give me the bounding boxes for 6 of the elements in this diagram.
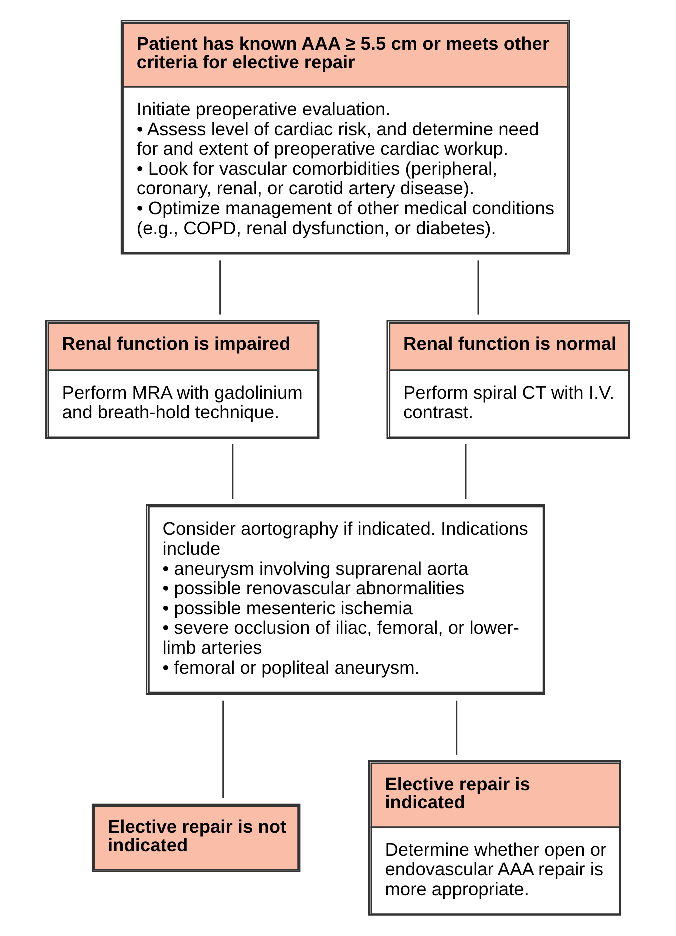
connector <box>465 444 467 500</box>
connector <box>220 260 222 315</box>
connector <box>232 444 234 500</box>
connector <box>222 700 224 798</box>
connector <box>456 700 458 755</box>
connector <box>478 260 480 315</box>
